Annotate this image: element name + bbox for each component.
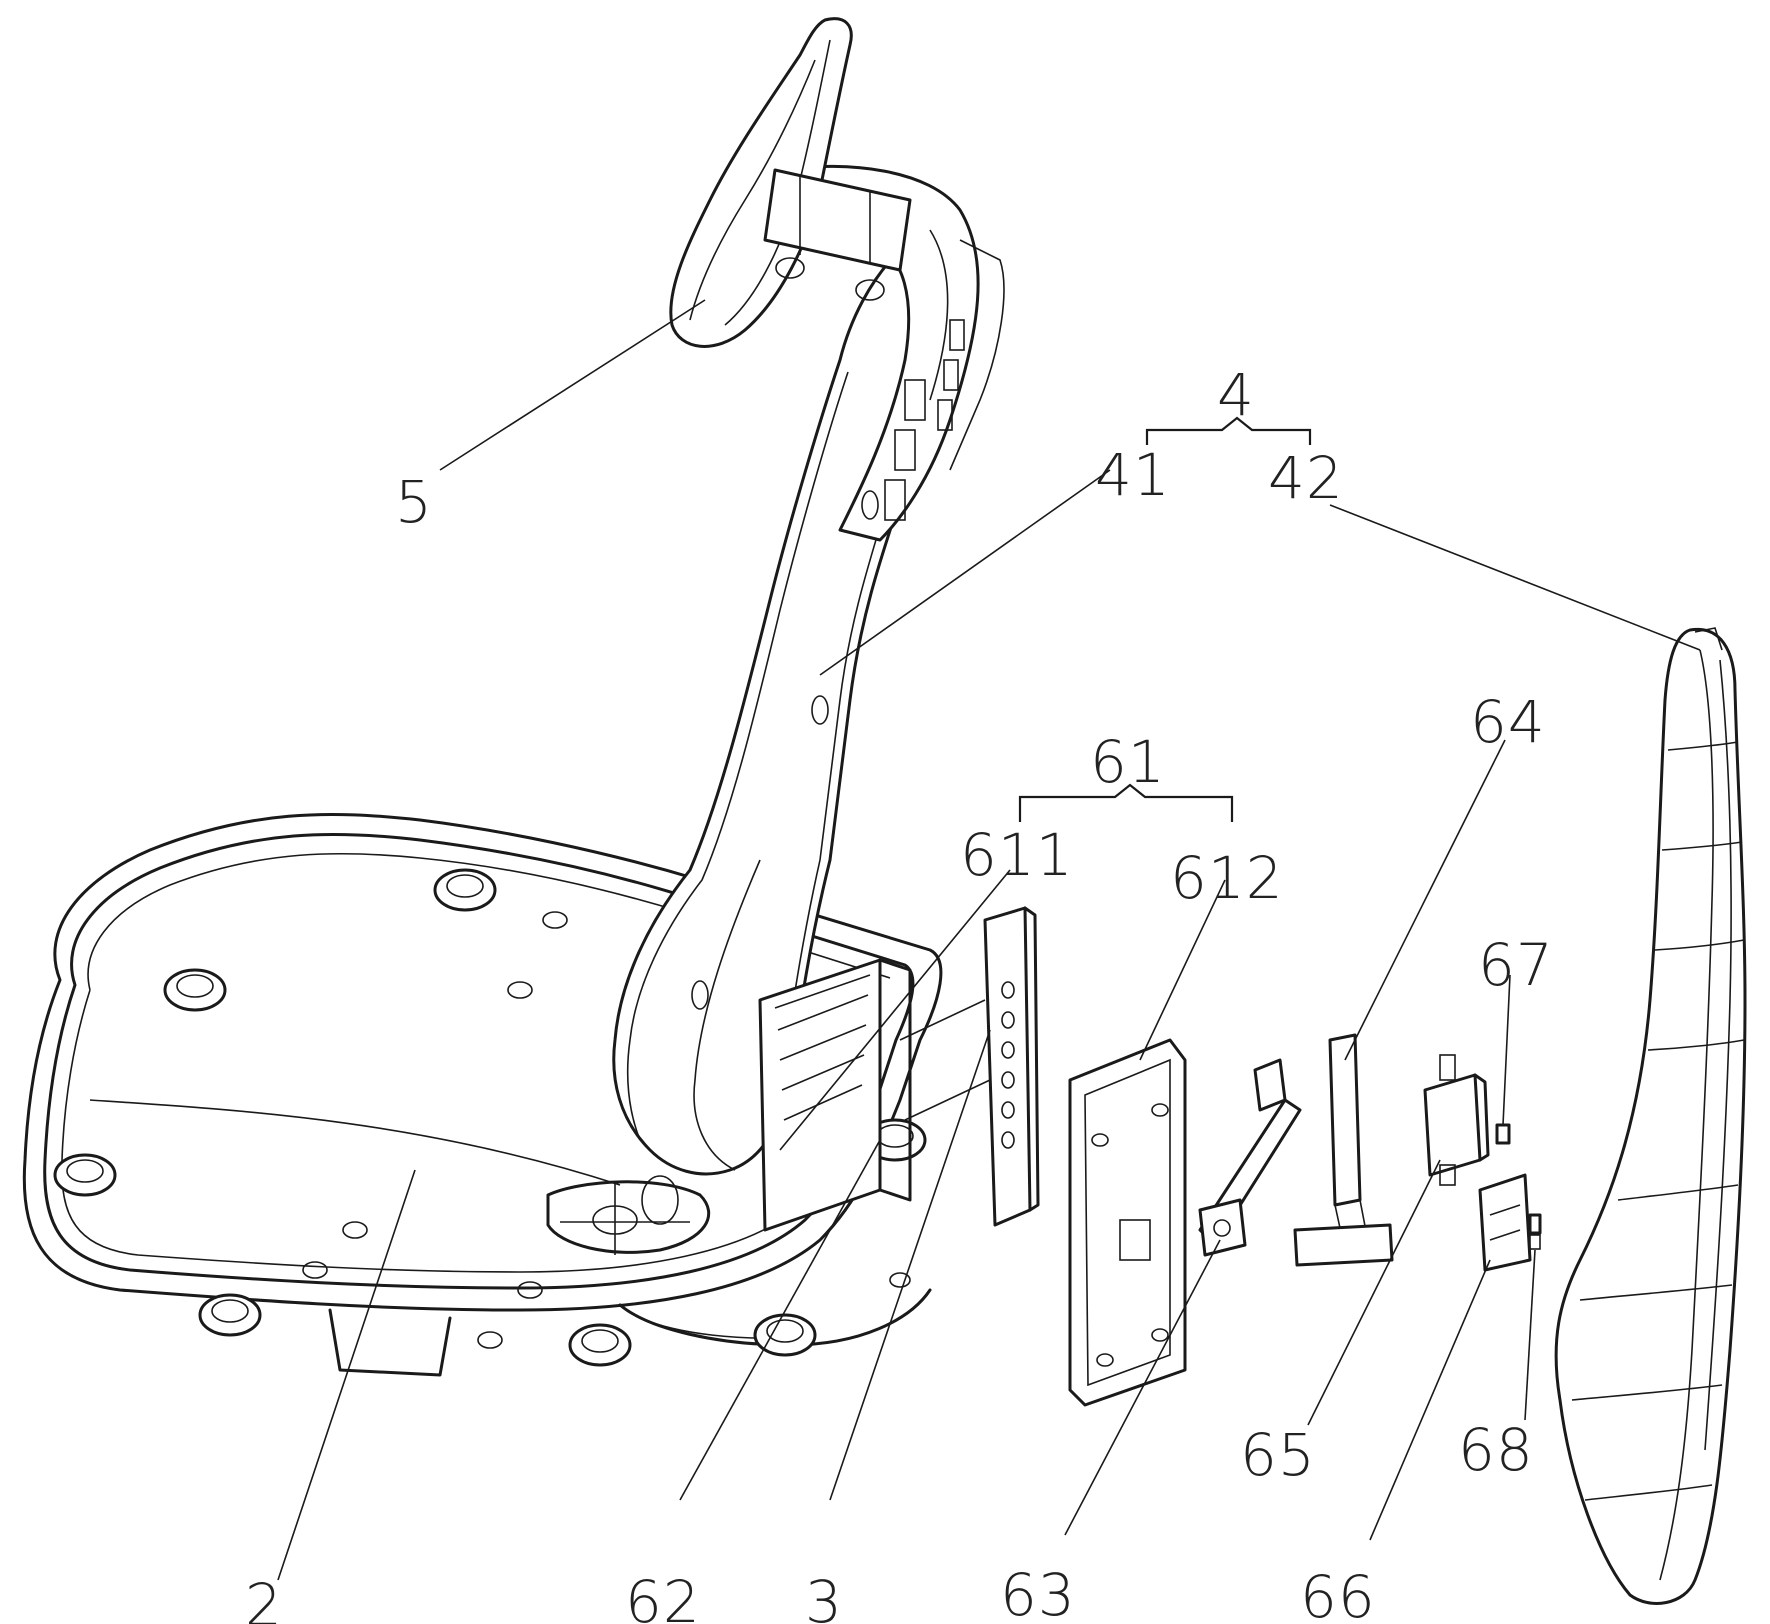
part-68 xyxy=(1530,1215,1540,1249)
part-64 xyxy=(1295,1035,1392,1265)
label-62: 62 xyxy=(625,1568,701,1624)
leader-68 xyxy=(1525,1250,1535,1420)
label-63: 63 xyxy=(1000,1561,1076,1624)
seat-bracket-3 xyxy=(900,908,1038,1225)
plate-612 xyxy=(1070,1040,1185,1405)
back-cover-42 xyxy=(1556,628,1745,1603)
label-61: 61 xyxy=(1090,728,1166,796)
leader-42 xyxy=(1330,505,1700,650)
leader-2 xyxy=(278,1170,415,1580)
mount-plate-611 xyxy=(760,960,910,1230)
leader-65 xyxy=(1308,1160,1440,1425)
label-65: 65 xyxy=(1240,1421,1316,1489)
label-4: 4 xyxy=(1217,361,1255,429)
label-66: 66 xyxy=(1300,1563,1376,1624)
part-65 xyxy=(1425,1055,1488,1185)
label-612: 612 xyxy=(1170,844,1284,912)
label-64: 64 xyxy=(1470,688,1546,756)
part-67 xyxy=(1497,1125,1509,1143)
leader-5 xyxy=(440,300,705,470)
label-42: 42 xyxy=(1268,444,1344,512)
leader-64 xyxy=(1345,740,1505,1060)
label-67: 67 xyxy=(1478,931,1554,999)
label-2: 2 xyxy=(245,1571,283,1624)
label-611: 611 xyxy=(960,821,1074,889)
label-68: 68 xyxy=(1458,1416,1534,1484)
label-41: 41 xyxy=(1095,441,1171,509)
leader-66 xyxy=(1370,1260,1490,1540)
label-5: 5 xyxy=(395,468,433,536)
bar-63 xyxy=(1200,1060,1300,1255)
label-3: 3 xyxy=(805,1568,843,1624)
part-66 xyxy=(1480,1175,1530,1270)
callout-labels: 5 4 41 42 61 611 612 64 67 65 68 2 62 3 … xyxy=(245,361,1554,1624)
